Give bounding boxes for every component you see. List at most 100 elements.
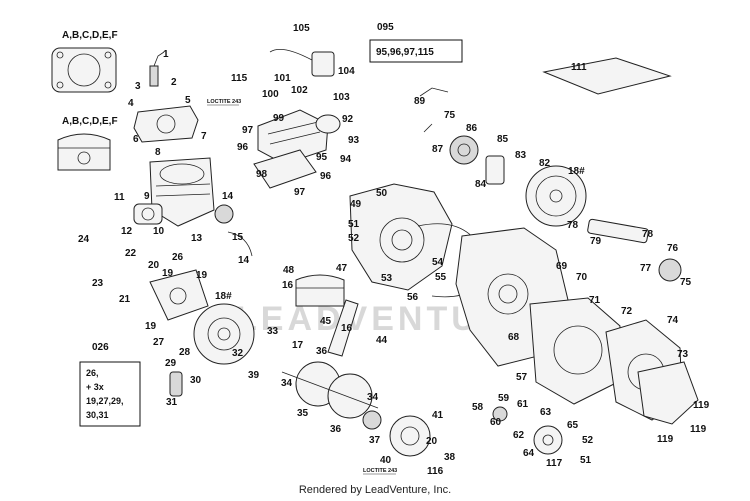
callout-65: 65 [567, 420, 579, 431]
callout-18hash: 18# [215, 291, 232, 302]
callout-34: 34 [367, 392, 379, 403]
variant-label-top: A,B,C,D,E,F [62, 30, 118, 41]
callout-5: 5 [185, 95, 191, 106]
callout-62: 62 [513, 430, 525, 441]
callout-69: 69 [556, 261, 568, 272]
callout-86: 86 [466, 123, 478, 134]
callout-20: 20 [426, 436, 438, 447]
callout-18hash: 18# [568, 166, 585, 177]
loctite-label-lower: LOCTITE 243 [363, 468, 397, 474]
callout-9: 9 [144, 191, 150, 202]
callout-82: 82 [539, 158, 551, 169]
clutch-cover [529, 297, 621, 405]
callout-51: 51 [580, 455, 592, 466]
spark-plug [149, 51, 165, 87]
callout-52: 52 [348, 233, 360, 244]
callout-10: 10 [153, 226, 165, 237]
callout-55: 55 [435, 272, 447, 283]
kit-026-line2: + 3x [86, 382, 104, 392]
callout-19: 19 [162, 268, 174, 279]
callout-11: 11 [114, 192, 125, 203]
callout-58: 58 [472, 402, 484, 413]
kit-026-line3: 19,27,29, [86, 396, 124, 406]
callout-98: 98 [256, 169, 268, 180]
callout-84: 84 [475, 179, 487, 190]
callout-16: 16 [341, 323, 353, 334]
callout-23: 23 [92, 278, 104, 289]
callout-85: 85 [497, 134, 509, 145]
loctite-label-upper: LOCTITE 243 [207, 99, 241, 105]
callout-97: 97 [242, 125, 254, 136]
callout-115: 115 [231, 73, 248, 84]
callout-17: 17 [292, 340, 304, 351]
callout-78: 78 [642, 229, 654, 240]
clutch-basket [193, 303, 255, 365]
callout-76: 76 [667, 243, 679, 254]
callout-40: 40 [380, 455, 392, 466]
clutch-shoes [149, 269, 209, 321]
callout-60: 60 [490, 417, 502, 428]
callout-47: 47 [336, 263, 348, 274]
callout-12: 12 [121, 226, 133, 237]
callout-101: 101 [274, 73, 291, 84]
callout-41: 41 [432, 410, 444, 421]
callout-52: 52 [582, 435, 594, 446]
connecting-rod [327, 299, 359, 357]
stator-plate [389, 415, 431, 457]
reed-valve-block [257, 109, 329, 165]
callout-99: 99 [273, 113, 285, 124]
callout-117: 117 [546, 458, 563, 469]
callout-75: 75 [680, 277, 692, 288]
shaft-84 [485, 155, 505, 185]
callout-54: 54 [432, 257, 444, 268]
callout-30: 30 [190, 375, 202, 386]
callout-24: 24 [78, 234, 90, 245]
callout-32: 32 [232, 348, 244, 359]
crankcase-left [349, 183, 453, 291]
hose-15 [227, 231, 253, 257]
callout-3: 3 [135, 81, 141, 92]
water-pump-cover [637, 361, 699, 425]
sprocket-76 [658, 258, 682, 282]
callout-19: 19 [196, 270, 208, 281]
callout-93: 93 [348, 135, 360, 146]
callout-53: 53 [381, 273, 393, 284]
callout-59: 59 [498, 393, 510, 404]
callout-56: 56 [407, 292, 419, 303]
callout-50: 50 [376, 188, 388, 199]
callout-48: 48 [283, 265, 295, 276]
callout-119: 119 [690, 424, 707, 435]
kit-095-box [369, 39, 463, 63]
callout-97: 97 [294, 187, 306, 198]
callout-63: 63 [540, 407, 552, 418]
callout-14: 14 [238, 255, 250, 266]
gear-small-14 [214, 204, 234, 224]
callout-111: 111 [571, 62, 587, 73]
kit-026-box [79, 361, 141, 427]
callout-73: 73 [677, 349, 689, 360]
callout-20: 20 [148, 260, 160, 271]
kit-026-line1: 26, [86, 368, 99, 378]
callout-7: 7 [201, 131, 207, 142]
callout-37: 37 [369, 435, 381, 446]
footer-credit: Rendered by LeadVenture, Inc. [298, 484, 452, 496]
callout-4: 4 [128, 98, 134, 109]
callout-87: 87 [432, 144, 444, 155]
callout-39: 39 [248, 370, 260, 381]
reed-gasket [253, 149, 317, 189]
callout-36: 36 [330, 424, 342, 435]
cylinder-liner-variant [51, 47, 117, 93]
cylinder [149, 157, 215, 227]
callout-8: 8 [155, 147, 161, 158]
callout-70: 70 [576, 272, 588, 283]
callout-22: 22 [125, 248, 137, 259]
kickstart-shaft [419, 87, 449, 133]
spring-30 [169, 371, 183, 397]
primary-gear-82 [525, 165, 587, 227]
callout-57: 57 [516, 372, 528, 383]
piston-variant [57, 133, 111, 171]
callout-102: 102 [291, 85, 308, 96]
callout-45: 45 [320, 316, 332, 327]
